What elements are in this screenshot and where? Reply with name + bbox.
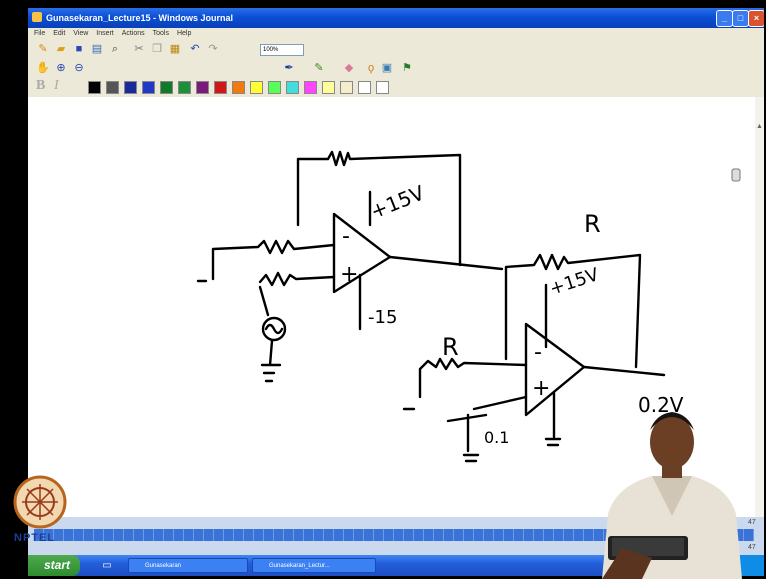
menu-view[interactable]: View bbox=[73, 30, 89, 37]
color-swatch[interactable] bbox=[358, 81, 371, 94]
start-button[interactable]: start bbox=[28, 555, 80, 576]
task-gunasekaran-folder[interactable]: Gunasekaran bbox=[128, 558, 248, 573]
opamp2-supply-pos: +15V bbox=[547, 264, 602, 300]
label-r-left: R bbox=[442, 333, 459, 361]
input-voltage-label: 0.1 bbox=[484, 428, 509, 447]
color-swatch[interactable] bbox=[196, 81, 209, 94]
nptel-watermark: NPTEL bbox=[14, 532, 56, 544]
page-navigation-bar: 47 47 bbox=[28, 517, 764, 555]
page-number-top: 47 bbox=[748, 519, 756, 526]
title-bar: Gunasekaran_Lecture15 - Windows Journal … bbox=[28, 8, 764, 28]
color-swatch[interactable] bbox=[268, 81, 281, 94]
opamp1-supply-pos: +15V bbox=[367, 180, 428, 223]
flag-icon[interactable]: ⚑ bbox=[402, 62, 412, 74]
opamp1-plus-sign: + bbox=[340, 262, 358, 287]
menu-bar: File Edit View Insert Actions Tools Help bbox=[28, 28, 764, 40]
undo-icon[interactable]: ↶ bbox=[190, 43, 200, 55]
source-wire bbox=[258, 285, 270, 317]
menu-tools[interactable]: Tools bbox=[152, 30, 169, 37]
pen-icon[interactable]: ✒ bbox=[284, 62, 294, 74]
opamp2-plus-input bbox=[472, 395, 528, 411]
eraser-icon[interactable]: ◆ bbox=[344, 62, 354, 74]
color-swatch[interactable] bbox=[286, 81, 299, 94]
opamp2-input-resistor bbox=[418, 357, 528, 399]
color-swatch[interactable] bbox=[160, 81, 173, 94]
vertical-scrollbar[interactable]: ▲ bbox=[755, 97, 764, 517]
open-folder-icon[interactable]: ▰ bbox=[56, 43, 66, 55]
opamp1-input-resistor-2 bbox=[258, 271, 336, 287]
menu-edit[interactable]: Edit bbox=[53, 30, 66, 37]
color-swatch[interactable] bbox=[88, 81, 101, 94]
opamp2-plus-sign: + bbox=[532, 376, 550, 401]
opamp2-output bbox=[582, 365, 666, 377]
color-swatch[interactable] bbox=[178, 81, 191, 94]
italic-button[interactable]: I bbox=[54, 78, 59, 93]
opamp1-feedback-resistor bbox=[296, 150, 462, 267]
find-icon[interactable]: ⌕ bbox=[111, 43, 119, 55]
quick-launch-icon[interactable]: ▭ bbox=[102, 560, 112, 571]
color-swatch[interactable] bbox=[142, 81, 155, 94]
pan-cursor-icon bbox=[731, 168, 741, 182]
color-swatch[interactable] bbox=[322, 81, 335, 94]
presenter-video-overlay bbox=[602, 412, 742, 579]
minimize-button[interactable]: _ bbox=[716, 10, 733, 27]
page-thumbnail-strip[interactable] bbox=[34, 529, 754, 541]
color-swatch[interactable] bbox=[106, 81, 119, 94]
nptel-logo-icon bbox=[13, 475, 67, 529]
opamp2-feedback-resistor bbox=[504, 253, 642, 369]
ac-source-wave bbox=[264, 323, 284, 335]
label-r-top: R bbox=[584, 210, 601, 238]
zoom-out-icon[interactable]: ⊖ bbox=[74, 62, 84, 74]
color-swatch[interactable] bbox=[304, 81, 317, 94]
color-swatch[interactable] bbox=[124, 81, 137, 94]
color-swatch[interactable] bbox=[340, 81, 353, 94]
opamp1-input-resistor bbox=[211, 239, 336, 281]
new-note-icon[interactable]: ✎ bbox=[38, 43, 48, 55]
copy-icon[interactable]: ❐ bbox=[152, 43, 162, 55]
ac-source bbox=[261, 316, 287, 342]
menu-help[interactable]: Help bbox=[176, 30, 192, 37]
close-button[interactable]: × bbox=[748, 10, 764, 27]
opamp2-ground bbox=[544, 391, 562, 447]
pen-toolbar: ✋ ⊕ ⊖ ✒ ✎ ◆ ϙ ▣ ⚑ bbox=[28, 60, 764, 78]
highlighter-icon[interactable]: ✎ bbox=[314, 62, 324, 74]
task-gunasekaran-lecture[interactable]: Gunasekaran_Lectur... bbox=[252, 558, 376, 573]
bold-button[interactable]: B bbox=[36, 78, 46, 93]
color-swatch[interactable] bbox=[376, 81, 389, 94]
journal-app-icon bbox=[32, 12, 42, 22]
opamp2-minus-sign: - bbox=[534, 340, 542, 365]
color-swatch[interactable] bbox=[232, 81, 245, 94]
color-swatch[interactable] bbox=[214, 81, 227, 94]
cut-icon[interactable]: ✂ bbox=[134, 43, 144, 55]
window-title: Gunasekaran_Lecture15 - Windows Journal bbox=[46, 13, 233, 23]
menu-file[interactable]: File bbox=[34, 30, 46, 37]
scroll-up-icon[interactable]: ▲ bbox=[756, 123, 763, 130]
battery-ground bbox=[462, 413, 480, 463]
opamp1-output bbox=[388, 255, 504, 271]
opamp1-triangle bbox=[332, 212, 392, 294]
note-canvas[interactable]: R R +15V -15 - + +15V - + 0.1 0.2V bbox=[28, 97, 755, 517]
format-toolbar: B I bbox=[28, 78, 764, 96]
lasso-select-icon[interactable]: ϙ bbox=[367, 62, 375, 74]
opamp1-minus-sign: - bbox=[342, 224, 350, 249]
journal-window: Gunasekaran_Lecture15 - Windows Journal … bbox=[28, 8, 764, 576]
color-swatch[interactable] bbox=[250, 81, 263, 94]
opamp2-triangle bbox=[524, 322, 586, 417]
insert-space-icon[interactable]: ▣ bbox=[381, 62, 393, 74]
menu-actions[interactable]: Actions bbox=[121, 30, 145, 37]
standard-toolbar: ✎ ▰ ■ ▤ ⌕ ✂ ❐ ▦ ↶ ↷ 100% bbox=[28, 41, 764, 59]
source-ground bbox=[260, 339, 282, 383]
paste-icon[interactable]: ▦ bbox=[169, 43, 181, 55]
menu-insert[interactable]: Insert bbox=[96, 30, 114, 37]
maximize-button[interactable]: □ bbox=[732, 10, 749, 27]
battery-plate bbox=[446, 413, 488, 423]
hand-pan-icon[interactable]: ✋ bbox=[36, 62, 50, 74]
print-icon[interactable]: ▤ bbox=[91, 43, 103, 55]
opamp1-supply-neg: -15 bbox=[368, 307, 397, 328]
save-icon[interactable]: ■ bbox=[75, 43, 83, 55]
redo-icon[interactable]: ↷ bbox=[208, 43, 218, 55]
zoom-in-icon[interactable]: ⊕ bbox=[56, 62, 66, 74]
zoom-select[interactable]: 100% bbox=[260, 44, 304, 56]
page-number-bottom: 47 bbox=[748, 544, 756, 551]
